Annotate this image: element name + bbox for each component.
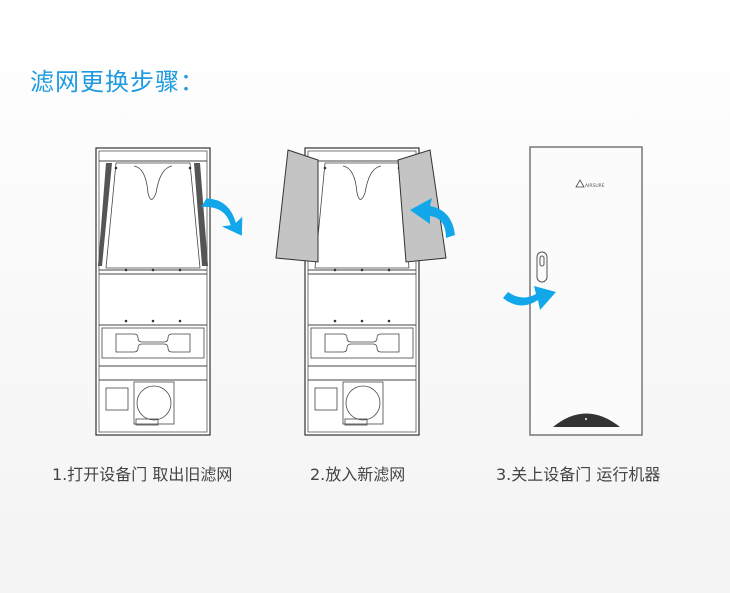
cabinet-open-old-filter xyxy=(95,147,211,436)
left-door xyxy=(275,149,319,263)
arrow-icon xyxy=(201,198,243,236)
step-2-caption: 2.放入新滤网 xyxy=(310,465,406,484)
svg-text:AIRSURE: AIRSURE xyxy=(585,183,605,189)
arrow-icon xyxy=(503,286,556,310)
arrow-icon xyxy=(410,198,455,238)
step-3-caption: 3.关上设备门 运行机器 xyxy=(496,465,661,484)
page-title: 滤网更换步骤： xyxy=(30,68,205,96)
step-1-caption: 1.打开设备门 取出旧滤网 xyxy=(52,465,233,484)
